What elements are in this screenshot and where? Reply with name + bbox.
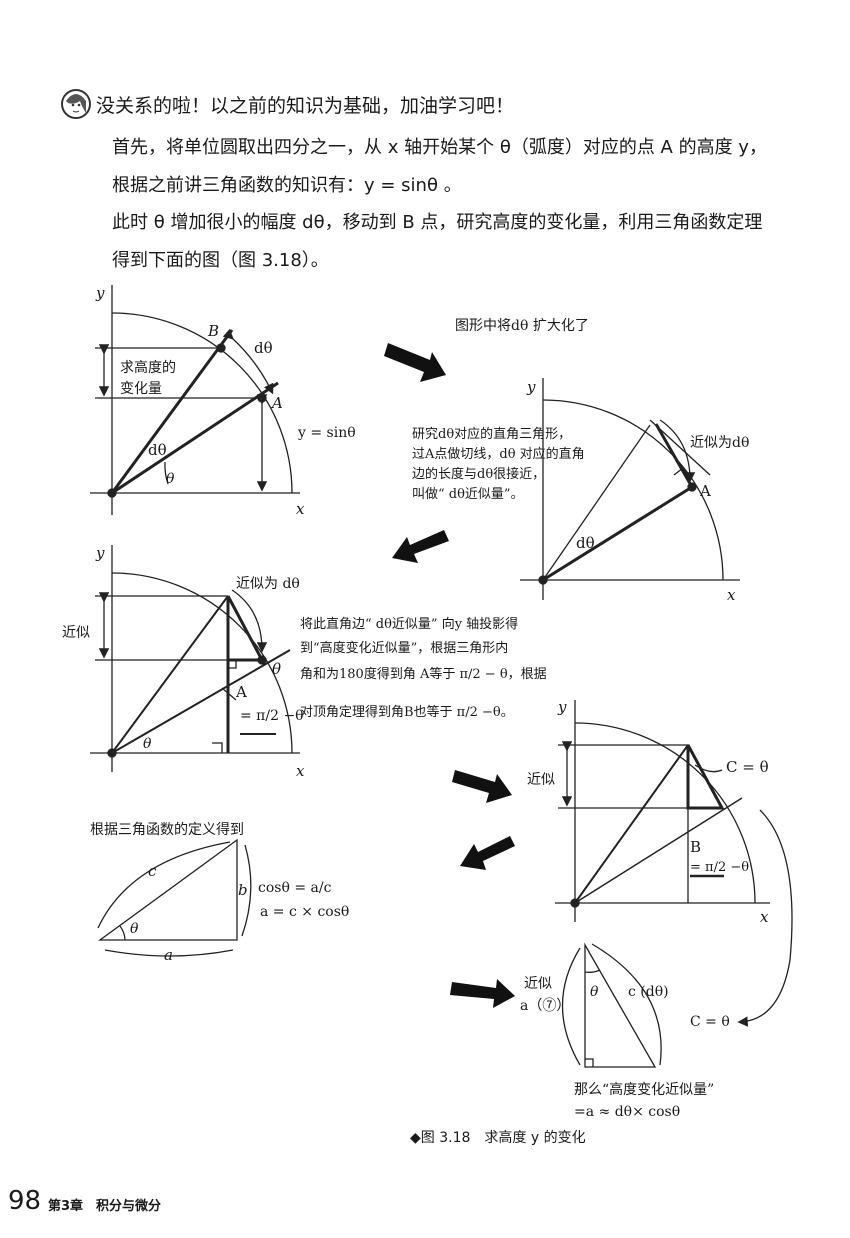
angle-a-value: = π/2 −θ bbox=[240, 708, 304, 724]
cos-definition: cosθ = a/c bbox=[258, 880, 332, 896]
speaker-line: 没关系的啦！以之前的知识为基础，加油学习吧！ bbox=[96, 95, 515, 117]
note-line: 到“高度变化近似量”，根据三角形内 bbox=[300, 640, 508, 656]
chapter-title: 第3章 积分与微分 bbox=[48, 1199, 162, 1214]
fig4-diagram bbox=[555, 700, 793, 1027]
theta-label: θ bbox=[272, 660, 281, 678]
enlarge-note: 图形中将dθ 扩大化了 bbox=[455, 318, 589, 334]
flow-arrow-icon bbox=[452, 770, 512, 803]
note-line: 角和为180度得到角 A等于 π/2 − θ，根据 bbox=[300, 666, 547, 682]
fig5-diagram bbox=[97, 838, 252, 957]
theta-label: θ bbox=[143, 736, 152, 752]
angle-label-b: B bbox=[690, 838, 701, 856]
approx-label: 近似 bbox=[524, 976, 552, 992]
axis-label-y: y bbox=[95, 284, 105, 302]
point-label-a: A bbox=[270, 394, 283, 412]
page-number: 98 bbox=[8, 1186, 42, 1216]
note-line: 过A点做切线，dθ 对应的直角 bbox=[412, 446, 585, 462]
note-line: 边的长度与dθ很接近， bbox=[412, 466, 545, 482]
flow-arrow-icon bbox=[460, 836, 515, 870]
paragraph-line: 此时 θ 增加很小的幅度 dθ，移动到 B 点，研究高度的变化量，利用三角函数定… bbox=[112, 212, 763, 233]
figure-caption: ◆图 3.18 求高度 y 的变化 bbox=[410, 1130, 586, 1146]
paragraph-line: 根据之前讲三角函数的知识有：y = sinθ 。 bbox=[112, 175, 462, 196]
side-a-label: a bbox=[164, 946, 173, 964]
axis-label-x: x bbox=[296, 500, 305, 518]
flow-arrow-icon bbox=[392, 530, 449, 563]
axis-label-x: x bbox=[727, 586, 736, 604]
angle-c-label: C = θ bbox=[726, 758, 769, 776]
result-formula: =a ≈ dθ× cosθ bbox=[574, 1104, 680, 1120]
axis-label-x: x bbox=[760, 908, 769, 926]
theta-label: θ bbox=[166, 471, 175, 487]
angle-b-value: = π/2 −θ bbox=[690, 860, 749, 875]
axis-label-y: y bbox=[557, 698, 567, 716]
definition-note: 根据三角函数的定义得到 bbox=[90, 821, 244, 838]
fig2-diagram bbox=[520, 378, 740, 600]
height-change-note: 变化量 bbox=[120, 381, 162, 397]
axis-label-x: x bbox=[296, 762, 305, 780]
point-label-b: B bbox=[207, 322, 219, 340]
fig1-diagram bbox=[90, 285, 300, 515]
theta-label: θ bbox=[130, 921, 139, 937]
approx-label: 近似为 dθ bbox=[236, 576, 300, 592]
fig3-diagram bbox=[90, 545, 300, 772]
side-b-label: b bbox=[238, 881, 248, 899]
side-c-label: c bbox=[148, 862, 157, 880]
paragraph-line: 首先，将单位圆取出四分之一，从 x 轴开始某个 θ（弧度）对应的点 A 的高度 … bbox=[112, 137, 767, 158]
approx-label: 近似 bbox=[62, 625, 90, 641]
point-label-a: A bbox=[699, 482, 711, 500]
approx-label: 近似 bbox=[527, 772, 555, 788]
avatar-icon bbox=[61, 89, 91, 119]
y-sin-label: y = sinθ bbox=[297, 425, 356, 441]
angle-c-label: C = θ bbox=[690, 1014, 730, 1030]
dtheta-label: dθ bbox=[254, 339, 273, 357]
note-line: 对顶角定理得到角B也等于 π/2 −θ。 bbox=[300, 704, 514, 720]
result-line: 那么“高度变化近似量” bbox=[574, 1081, 714, 1098]
angle-label-a: A bbox=[235, 683, 247, 701]
side-a-label: a（⑦） bbox=[520, 998, 570, 1014]
axis-label-y: y bbox=[526, 378, 536, 396]
dtheta-label: dθ bbox=[576, 534, 595, 552]
fig6-diagram bbox=[561, 942, 662, 1068]
approx-label: 近似为dθ bbox=[690, 435, 749, 451]
theta-label: θ bbox=[590, 984, 599, 1000]
note-line: 叫做“ dθ近似量”。 bbox=[412, 487, 524, 502]
height-change-note: 求高度的 bbox=[120, 359, 176, 376]
side-c-label: c (dθ) bbox=[628, 984, 669, 1000]
note-line: 研究dθ对应的直角三角形， bbox=[412, 426, 571, 442]
dtheta-label: dθ bbox=[148, 441, 167, 459]
note-line: 将此直角边“ dθ近似量” 向y 轴投影得 bbox=[300, 616, 518, 632]
flow-arrow-icon bbox=[384, 343, 446, 382]
flow-arrows bbox=[384, 343, 515, 1008]
paragraph-line: 得到下面的图（图 3.18）。 bbox=[112, 250, 329, 271]
axis-label-y: y bbox=[95, 544, 105, 562]
flow-arrow-icon bbox=[450, 979, 515, 1008]
a-formula: a = c × cosθ bbox=[260, 904, 349, 920]
